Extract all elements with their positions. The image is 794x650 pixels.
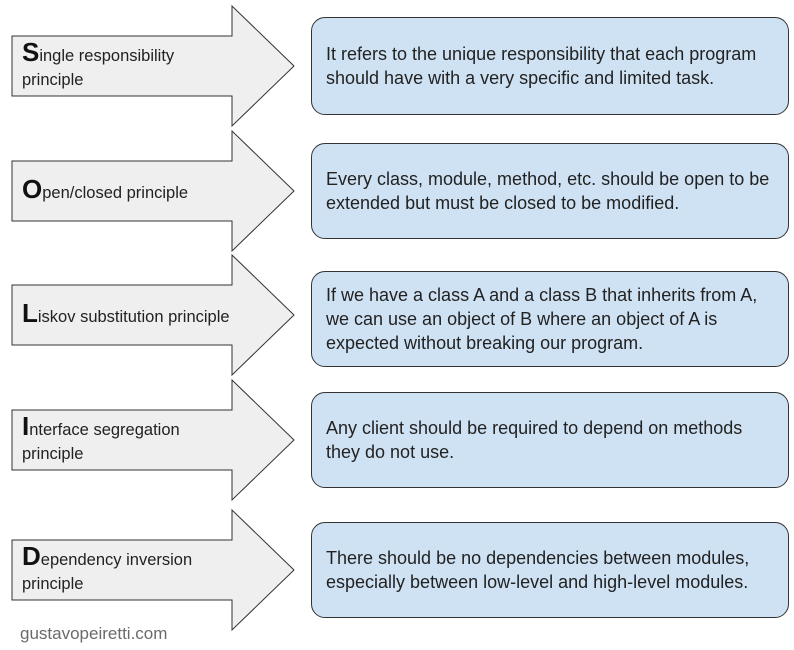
principle-initial: O [22,174,43,204]
principle-description-text: There should be no dependencies between … [326,548,750,592]
principle-description: Every class, module, method, etc. should… [311,143,789,239]
principle-initial: S [22,37,40,67]
arrow-shape [11,508,295,632]
principle-name-rest: ependency inversion principle [22,551,193,593]
principle-description: There should be no dependencies between … [311,522,789,618]
arrow-shape [11,129,295,253]
principle-name-rest: iskov substitution principle [37,308,230,326]
arrow-shape [11,4,295,128]
principle-name: Dependency inversion principle [22,540,234,600]
principle-name: Single responsibility principle [22,36,234,96]
principle-description: It refers to the unique responsibility t… [311,17,789,115]
footer-source-credit: gustavopeiretti.com [20,624,168,643]
principle-description-text: If we have a class A and a class B that … [326,285,758,353]
principle-initial: I [22,411,30,441]
principle-name-rest: ingle responsibility principle [22,47,175,89]
principle-row-o: Open/closed principle Every class, modul… [0,0,794,260]
principle-initial: L [22,298,38,328]
principle-name-rest: pen/closed principle [42,184,189,202]
principle-initial: D [22,541,41,571]
arrow-shape [11,253,295,377]
principle-row-i: Interface segregation principle Any clie… [11,378,789,502]
principle-name: Open/closed principle [22,161,234,221]
principle-name: Liskov substitution principle [22,285,234,345]
principle-description-text: Any client should be required to depend … [326,418,743,462]
arrow-shape [11,378,295,502]
principle-description: Any client should be required to depend … [311,392,789,488]
principle-description-text: Every class, module, method, etc. should… [326,169,770,213]
principle-name-rest: nterface segregation principle [22,421,180,463]
principle-description: If we have a class A and a class B that … [311,271,789,367]
principle-row-s: Single responsibility principle It refer… [0,0,794,130]
principle-row-d: Dependency inversion principle There sho… [11,508,789,632]
principle-name: Interface segregation principle [22,410,234,470]
principle-description-text: It refers to the unique responsibility t… [326,44,757,88]
principle-row-l: Liskov substitution principle If we have… [11,253,789,377]
